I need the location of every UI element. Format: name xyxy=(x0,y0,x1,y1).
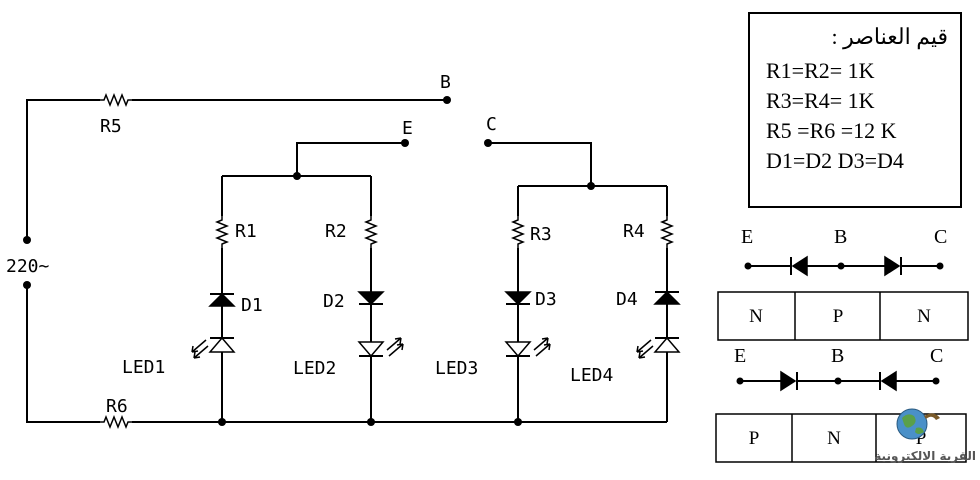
pnp-diode-right xyxy=(879,370,897,392)
pnp-diode-left xyxy=(780,370,798,392)
pnp-equivalent: E B C P N P xyxy=(715,345,967,463)
led-1 xyxy=(191,336,236,359)
r3-label: R3 xyxy=(530,224,552,245)
pnp-e-label: E xyxy=(734,345,746,367)
node-e-label: E xyxy=(402,118,413,139)
pnp-b-label: B xyxy=(831,345,844,367)
r5-label: R5 xyxy=(100,116,122,137)
npn-layer-3: N xyxy=(917,306,931,327)
diode-d1 xyxy=(208,292,236,307)
pnp-layer-2: N xyxy=(827,428,841,449)
npn-equivalent: E B C N P N xyxy=(717,226,969,341)
d2-label: D2 xyxy=(323,291,345,312)
value-line-4: D1=D2 D3=D4 xyxy=(766,148,904,173)
r2-label: R2 xyxy=(325,221,347,242)
resistor-r5 xyxy=(99,94,133,106)
value-line-2: R3=R4= 1K xyxy=(766,88,875,113)
junction-dots xyxy=(23,96,595,426)
led2-label: LED2 xyxy=(293,358,336,379)
npn-e-label: E xyxy=(741,226,753,248)
led4-label: LED4 xyxy=(570,365,613,386)
resistor-r6 xyxy=(99,416,133,428)
diode-d3 xyxy=(504,291,532,306)
led-2 xyxy=(357,337,404,358)
values-title: قيم العناصر : xyxy=(831,24,949,49)
diode-d2 xyxy=(357,291,385,306)
node-c-label: C xyxy=(486,114,497,135)
pnp-c-label: C xyxy=(930,345,943,367)
value-line-3: R5 =R6 =12 K xyxy=(766,118,897,143)
r1-label: R1 xyxy=(235,221,257,242)
watermark-text: القرية الالكترونية xyxy=(874,449,976,463)
resistor-r2 xyxy=(365,215,377,249)
component-values-box: قيم العناصر : R1=R2= 1K R3=R4= 1K R5 =R6… xyxy=(748,12,962,208)
npn-layer-1: N xyxy=(749,306,763,327)
resistor-r4 xyxy=(661,215,673,249)
npn-b-label: B xyxy=(834,226,847,248)
npn-layer-2: P xyxy=(833,306,844,327)
led-4 xyxy=(636,336,681,359)
diode-d4 xyxy=(653,290,681,305)
led3-label: LED3 xyxy=(435,358,478,379)
r4-label: R4 xyxy=(623,221,645,242)
pnp-layer-3: P xyxy=(916,428,927,449)
r6-label: R6 xyxy=(106,396,128,417)
source-label: 220~ xyxy=(6,256,50,277)
resistor-r1 xyxy=(216,215,228,249)
d4-label: D4 xyxy=(616,289,638,310)
npn-diode-left xyxy=(790,255,808,277)
node-b-label: B xyxy=(440,72,451,93)
npn-c-label: C xyxy=(934,226,947,248)
value-line-1: R1=R2= 1K xyxy=(766,58,875,83)
resistor-r3 xyxy=(512,215,524,249)
pnp-layer-1: P xyxy=(749,428,760,449)
d1-label: D1 xyxy=(241,295,263,316)
led1-label: LED1 xyxy=(122,357,165,378)
led-3 xyxy=(504,337,551,358)
globe-logo-icon xyxy=(896,408,940,440)
d3-label: D3 xyxy=(535,289,557,310)
npn-diode-right xyxy=(884,255,902,277)
